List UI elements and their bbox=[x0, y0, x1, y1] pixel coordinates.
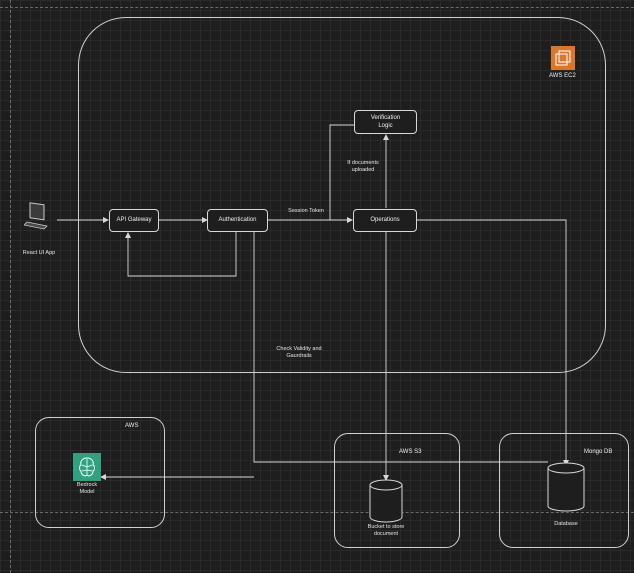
ec2-container bbox=[78, 17, 606, 373]
database-label: Database bbox=[554, 521, 578, 527]
react-app-label: React UI App bbox=[22, 250, 56, 256]
aws-container bbox=[35, 417, 165, 528]
api-gateway-node[interactable]: API Gateway bbox=[109, 209, 159, 232]
bucket-label: Bucket to store document bbox=[367, 524, 405, 538]
s3-title: AWS S3 bbox=[399, 449, 422, 455]
bucket-cylinder[interactable] bbox=[369, 479, 403, 523]
mongo-container bbox=[499, 433, 629, 548]
mongo-title: Mongo DB bbox=[584, 449, 613, 455]
guide-line-top bbox=[0, 7, 634, 8]
edge-auth-to-gateway-loop bbox=[125, 232, 237, 277]
edge-verification-to-left bbox=[329, 124, 354, 220]
session-token-label: Session Token bbox=[288, 208, 324, 214]
edge-operations-to-database bbox=[417, 219, 569, 466]
edge-auth-to-bedrock bbox=[253, 232, 548, 463]
bedrock-label: Bedrock Model bbox=[76, 482, 98, 496]
guide-line-left bbox=[10, 0, 11, 573]
aws-title: AWS bbox=[125, 423, 139, 429]
check-validity-label: Check Validity and Gaurdrails bbox=[276, 346, 322, 360]
operations-node[interactable]: Operations bbox=[353, 209, 417, 232]
guide-line-bottom bbox=[0, 512, 634, 513]
if-documents-uploaded-label: If documents uploaded bbox=[347, 160, 379, 174]
authentication-node[interactable]: Authentication bbox=[207, 209, 268, 232]
verification-logic-node[interactable]: Verification Logic bbox=[354, 110, 417, 134]
ec2-icon bbox=[551, 46, 575, 70]
bedrock-icon bbox=[73, 453, 101, 481]
s3-container bbox=[334, 433, 460, 548]
laptop-icon bbox=[24, 202, 48, 230]
ec2-title: AWS EC2 bbox=[549, 73, 576, 79]
database-cylinder[interactable] bbox=[547, 462, 585, 512]
